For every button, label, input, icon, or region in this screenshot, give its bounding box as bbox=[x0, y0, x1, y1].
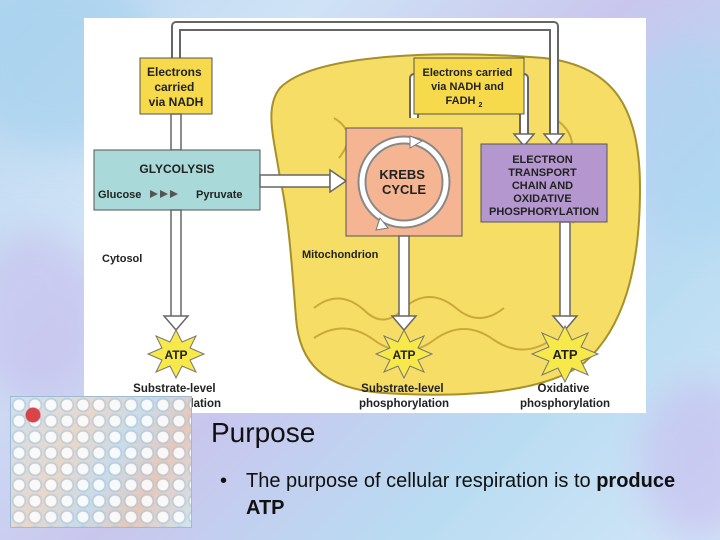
svg-text:Substrate-level phosphoryl: Substrate-level phosphorylation bbox=[359, 383, 449, 410]
nadh-fadh2-label-line-3: FADH bbox=[446, 95, 476, 107]
etc-box bbox=[480, 143, 608, 223]
atp-burst-oxidative: ATP bbox=[530, 324, 600, 384]
output-2-line-1: Substrate-level bbox=[361, 383, 443, 395]
krebs-label-line-2: CYCLE bbox=[382, 182, 426, 197]
etc-label-line-1: ELECTRON bbox=[512, 154, 573, 166]
etc-label-line-3: CHAIN AND bbox=[512, 180, 573, 192]
output-1-line-1: Substrate-level bbox=[133, 383, 215, 395]
bullet-text: The purpose of cellular respiration is t… bbox=[246, 470, 591, 492]
svg-text:Electrons carried via NADH: Electrons carried via NADH and FADH 2 bbox=[423, 67, 516, 109]
bullet-marker: • bbox=[220, 470, 228, 492]
svg-text:ELECTRON TRANSPORT CHA: ELECTRON TRANSPORT CHAIN AND OXIDATIVE P… bbox=[489, 154, 599, 218]
glycolysis-input: Glucose bbox=[98, 189, 141, 201]
nadh-fadh2-label-line-2: via NADH and bbox=[431, 81, 504, 93]
plant-cell-micrograph bbox=[10, 396, 192, 528]
nadh-fadh2-label-line-1: Electrons carried bbox=[423, 67, 513, 79]
svg-text:ATP: ATP bbox=[164, 348, 187, 362]
nadh-label-line-3: via NADH bbox=[149, 95, 204, 109]
atp-burst-krebs: ATP bbox=[374, 328, 434, 380]
cellular-respiration-diagram: Electrons carried via NADH Electrons car… bbox=[84, 18, 646, 413]
bullet-bold-text: produce ATP bbox=[246, 470, 676, 519]
nadh-label-line-2: carried bbox=[154, 80, 194, 94]
slide-heading: Purpose bbox=[211, 417, 316, 448]
svg-text:ATP: ATP bbox=[392, 348, 415, 362]
svg-text:ATP: ATP bbox=[552, 347, 577, 362]
etc-label-line-2: TRANSPORT bbox=[508, 167, 577, 179]
nadh-label-line-1: Electrons bbox=[147, 65, 202, 79]
bullet-item: • The purpose of cellular respiration is… bbox=[220, 468, 680, 522]
nadh-label-box bbox=[139, 57, 213, 115]
svg-text:Electrons carried via: Electrons carried via NADH bbox=[147, 65, 205, 109]
svg-text:KREBS CYCLE: KREBS CYCLE bbox=[379, 167, 428, 197]
atp-burst-glycolysis: ATP bbox=[146, 328, 206, 380]
etc-label-line-4: OXIDATIVE bbox=[513, 193, 571, 205]
output-3-line-2: phosphorylation bbox=[520, 398, 610, 410]
output-2-line-2: phosphorylation bbox=[359, 398, 449, 410]
output-3-line-1: Oxidative bbox=[538, 383, 590, 395]
etc-label-line-5: PHOSPHORYLATION bbox=[489, 206, 599, 218]
cytosol-label: Cytosol bbox=[102, 253, 142, 265]
glycolysis-output: Pyruvate bbox=[196, 189, 242, 201]
krebs-label-line-1: KREBS bbox=[379, 167, 425, 182]
svg-text:Oxidative phosphorylation: Oxidative phosphorylation bbox=[520, 383, 610, 410]
glycolysis-box bbox=[93, 149, 261, 211]
mitochondrion-label: Mitochondrion bbox=[302, 249, 379, 261]
nadh-fadh2-label-box bbox=[413, 57, 525, 115]
glycolysis-title: GLYCOLYSIS bbox=[139, 162, 214, 176]
nadh-fadh2-subscript: 2 bbox=[479, 102, 483, 109]
